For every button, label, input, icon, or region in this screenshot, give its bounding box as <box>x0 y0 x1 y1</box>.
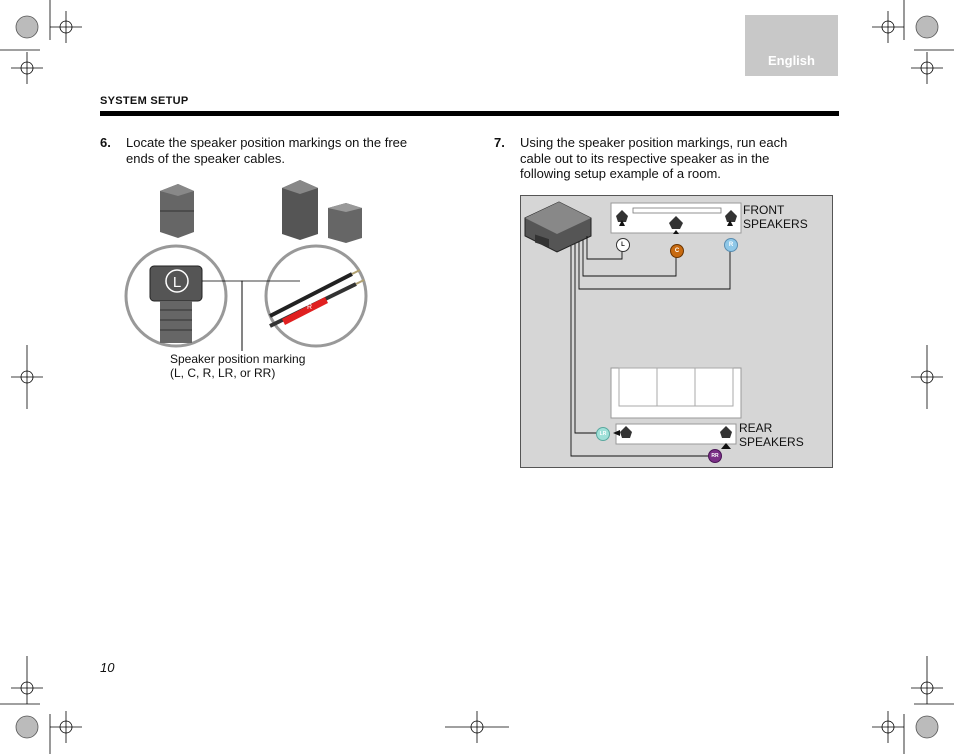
marker-left: L <box>616 238 630 252</box>
room-setup-diagram: L C R LR RR FRONT SPEAKERS REAR SPEAKERS <box>520 195 833 468</box>
step-7-line-3: following setup example of a room. <box>520 166 721 181</box>
step-7-line-1: Using the speaker position markings, run… <box>520 135 788 150</box>
step-6-line-1: Locate the speaker position markings on … <box>126 135 408 150</box>
language-tab-label: English <box>768 53 815 68</box>
step-6-line-2: ends of the speaker cables. <box>126 150 285 166</box>
marker-right: R <box>724 238 738 252</box>
cube-speaker-icon <box>160 184 194 238</box>
center-speaker-icon <box>669 216 683 229</box>
front-speakers-label: FRONT SPEAKERS <box>743 203 808 231</box>
marker-center: C <box>670 244 684 258</box>
step-6-number: 6. <box>100 135 111 150</box>
marking-caption-line-1: Speaker position marking <box>170 352 306 366</box>
room-setup-svg <box>524 201 742 457</box>
front-left-speaker-icon <box>616 210 628 222</box>
rear-speakers-label: REAR SPEAKERS <box>739 421 804 449</box>
marking-caption: Speaker position marking (L, C, R, LR, o… <box>170 352 306 380</box>
section-divider <box>100 111 839 116</box>
rear-right-speaker-icon <box>720 426 732 438</box>
front-speakers-label-line-1: FRONT <box>743 203 785 217</box>
page-number: 10 <box>100 660 115 675</box>
marker-right-rear: RR <box>708 449 722 463</box>
jewel-cube-speaker-icon <box>282 180 362 243</box>
front-speakers-label-line-2: SPEAKERS <box>743 216 808 231</box>
rear-left-speaker-icon <box>620 426 632 438</box>
rear-speakers-label-line-2: SPEAKERS <box>739 434 804 449</box>
marker-left-rear: LR <box>596 427 610 441</box>
cable-marking-letter: R <box>307 304 312 311</box>
media-center-icon <box>524 201 592 253</box>
step-7-text: Using the speaker position markings, run… <box>520 135 840 182</box>
couch-icon <box>610 367 742 445</box>
rear-speakers-label-line-1: REAR <box>739 421 773 435</box>
marking-caption-line-2: (L, C, R, LR, or RR) <box>170 365 276 380</box>
plug-marking-circle: L <box>124 244 228 348</box>
section-title: SYSTEM SETUP <box>100 95 189 107</box>
speaker-cable-illustration: L R <box>124 180 368 351</box>
wire-marking-circle: R <box>264 244 368 348</box>
step-7-number: 7. <box>494 135 505 150</box>
front-right-speaker-icon <box>725 210 737 222</box>
step-7-line-2: cable out to its respective speaker as i… <box>520 150 770 166</box>
language-tab[interactable]: English <box>745 15 838 76</box>
connector-marking-letter: L <box>173 274 181 291</box>
step-6-text: Locate the speaker position markings on … <box>126 135 456 166</box>
